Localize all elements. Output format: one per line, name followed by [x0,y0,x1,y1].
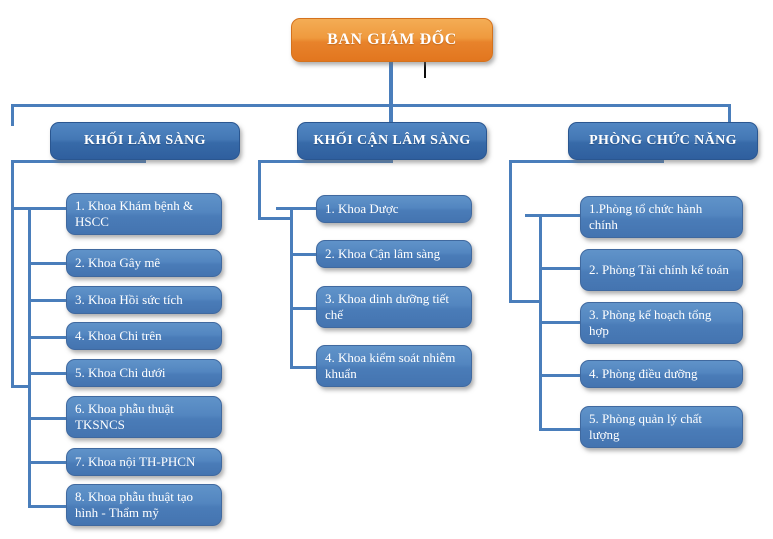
connector-col1-stub-4 [28,336,67,339]
connector-col1-stub-7 [28,461,67,464]
leaf-node[interactable]: 3. Khoa dinh dưỡng tiết chế [316,286,472,328]
leaf-label: 5. Khoa Chi dưới [75,364,166,380]
leaf-label: 1. Khoa Khám bệnh & HSCC [75,197,194,229]
connector-col1-stub-2 [28,262,67,265]
leaf-label: 2. Khoa Gây mê [75,254,161,270]
leaf-label: 4. Phòng điều dưỡng [589,365,698,381]
stray-tick-mark [424,62,426,78]
node-khoi-can-lam-sang[interactable]: KHỐI CẬN LÂM SÀNG [297,122,487,160]
connector-col2-stub-1 [276,207,317,210]
connector-level2-drop-left [11,104,14,126]
connector-col3-outer-top [509,160,664,163]
leaf-label: 8. Khoa phẫu thuật tạo hình - Thẩm mỹ [75,488,194,520]
connector-col1-outer-rail [11,160,14,388]
node-branch-label: KHỐI CẬN LÂM SÀNG [313,133,471,148]
leaf-label: 2. Phòng Tài chính kế toán [589,261,729,277]
leaf-node[interactable]: 1.Phòng tổ chức hành chính [580,196,743,238]
connector-col3-stub-3 [539,321,581,324]
leaf-label: 6. Khoa phẫu thuật TKSNCS [75,400,174,432]
leaf-label: 7. Khoa nội TH-PHCN [75,453,196,469]
leaf-node[interactable]: 5. Khoa Chi dưới [66,359,222,387]
connector-col2-outer-top [258,160,393,163]
connector-col1-stub-6 [28,417,67,420]
leaf-label: 3. Phòng kế hoạch tổng hợp [589,306,712,338]
node-ban-giam-doc[interactable]: BAN GIÁM ĐỐC [291,18,493,62]
connector-col1-outer-top [11,160,146,163]
leaf-node[interactable]: 7. Khoa nội TH-PHCN [66,448,222,476]
leaf-label: 4. Khoa Chi trên [75,327,162,343]
leaf-node[interactable]: 4. Phòng điều dưỡng [580,360,743,388]
connector-col2-inner-rail [290,207,293,367]
connector-col3-outer-bottom [509,300,542,303]
node-khoi-lam-sang[interactable]: KHỐI LÂM SÀNG [50,122,240,160]
connector-level2-bus [11,104,731,107]
leaf-node[interactable]: 2. Khoa Cận lâm sàng [316,240,472,268]
leaf-node[interactable]: 5. Phòng quản lý chất lượng [580,406,743,448]
connector-col1-stub-8 [28,505,67,508]
connector-col1-stub-5 [28,372,67,375]
leaf-label: 3. Khoa dinh dưỡng tiết chế [325,290,450,322]
leaf-node[interactable]: 3. Phòng kế hoạch tổng hợp [580,302,743,344]
leaf-node[interactable]: 8. Khoa phẫu thuật tạo hình - Thẩm mỹ [66,484,222,526]
leaf-node[interactable]: 1. Khoa Khám bệnh & HSCC [66,193,222,235]
leaf-node[interactable]: 3. Khoa Hồi sức tích [66,286,222,314]
connector-col1-inner-rail [28,207,31,505]
leaf-node[interactable]: 4. Khoa kiểm soát nhiễm khuẩn [316,345,472,387]
connector-col3-stub-2 [539,267,581,270]
connector-col2-stub-4 [290,366,317,369]
connector-col3-stub-1 [525,214,581,217]
leaf-label: 2. Khoa Cận lâm sàng [325,245,441,261]
leaf-node[interactable]: 4. Khoa Chi trên [66,322,222,350]
connector-root-stem [389,60,393,122]
connector-col1-stub-3 [28,299,67,302]
connector-col2-stub-3 [290,307,317,310]
leaf-label: 3. Khoa Hồi sức tích [75,291,183,307]
leaf-label: 1.Phòng tổ chức hành chính [589,200,703,232]
connector-col2-outer-bottom [258,217,293,220]
node-branch-label: KHỐI LÂM SÀNG [84,133,206,148]
leaf-label: 1. Khoa Dược [325,200,399,216]
connector-col2-outer-rail [258,160,261,220]
connector-col3-stub-4 [539,374,581,377]
leaf-node[interactable]: 2. Phòng Tài chính kế toán [580,249,743,291]
connector-col1-stub-1 [11,207,67,210]
leaf-node[interactable]: 1. Khoa Dược [316,195,472,223]
leaf-node[interactable]: 6. Khoa phẫu thuật TKSNCS [66,396,222,438]
connector-level2-drop-right [728,104,731,126]
connector-col2-stub-2 [290,253,317,256]
connector-col3-outer-rail [509,160,512,303]
leaf-label: 4. Khoa kiểm soát nhiễm khuẩn [325,349,456,381]
connector-col1-outer-bottom [11,385,31,388]
connector-col3-stub-5 [539,428,581,431]
leaf-node[interactable]: 2. Khoa Gây mê [66,249,222,277]
node-root-label: BAN GIÁM ĐỐC [327,31,457,48]
leaf-label: 5. Phòng quản lý chất lượng [589,410,703,442]
node-phong-chuc-nang[interactable]: PHÒNG CHỨC NĂNG [568,122,758,160]
node-branch-label: PHÒNG CHỨC NĂNG [589,133,737,148]
